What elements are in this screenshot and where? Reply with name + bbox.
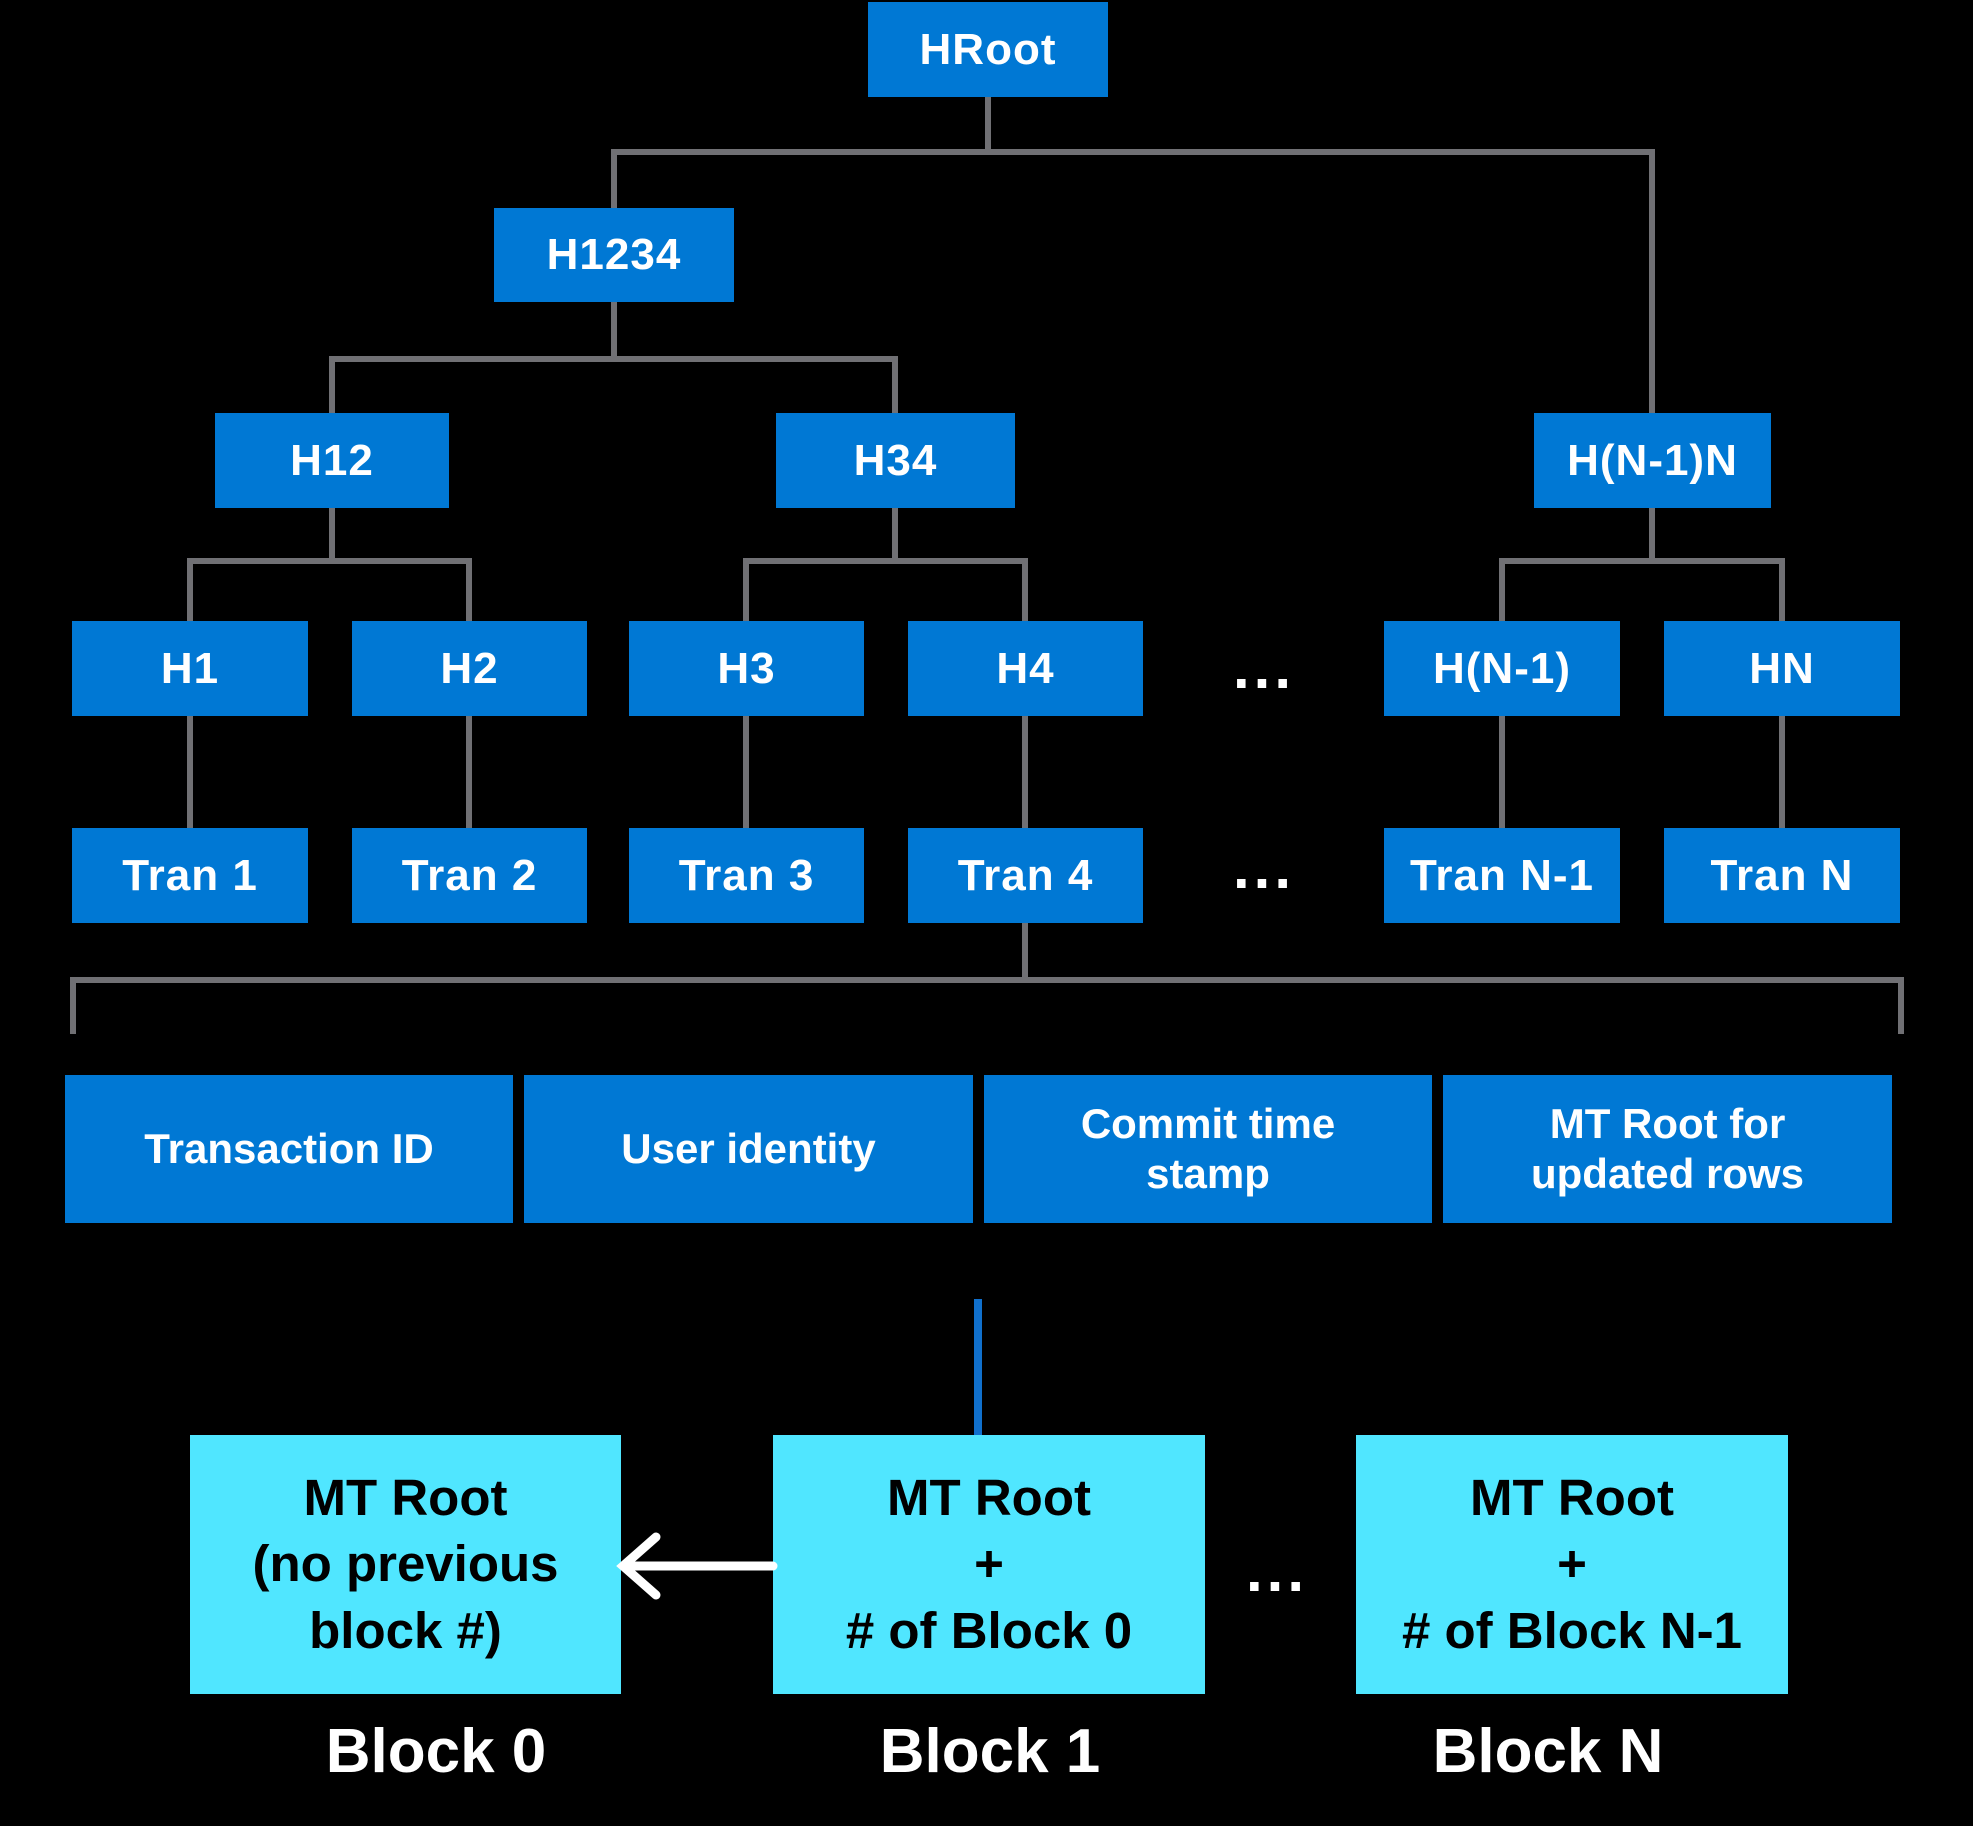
node-label: H4: [996, 643, 1055, 693]
node-hn-1: H(N-1): [1384, 621, 1620, 716]
node-tran-2: Tran 2: [352, 828, 587, 923]
connector-line: [611, 149, 617, 208]
segment-label: Commit time stamp: [1080, 1100, 1336, 1197]
connector-line: [187, 558, 193, 621]
node-label: HRoot: [919, 24, 1057, 74]
node-label: Tran 4: [957, 850, 1094, 900]
label-block-0: Block 0: [276, 1716, 596, 1786]
connector-line: [743, 716, 749, 828]
node-hn-1n: H(N-1)N: [1534, 413, 1771, 508]
node-h3: H3: [629, 621, 864, 716]
connector-line: [329, 356, 335, 413]
connector-line: [187, 558, 472, 564]
node-tran-3: Tran 3: [629, 828, 864, 923]
connector-line: [611, 149, 1655, 155]
connector-line: [1022, 923, 1028, 983]
segment-mt-root-updated-rows: MT Root for updated rows: [1443, 1075, 1892, 1223]
connector-line: [1022, 558, 1028, 621]
node-hn: HN: [1664, 621, 1900, 716]
label-text: Block 1: [879, 1716, 1101, 1786]
block-line: # of Block 0: [845, 1601, 1133, 1659]
node-label: HN: [1749, 643, 1815, 693]
ellipsis-block-row: ...: [1245, 1537, 1308, 1604]
commit-to-block-link-line: [974, 1299, 982, 1436]
connector-line: [985, 97, 991, 155]
label-text: Block 0: [325, 1716, 547, 1786]
block-line: +: [974, 1535, 1004, 1593]
node-label: H2: [440, 643, 499, 693]
node-tran-4: Tran 4: [908, 828, 1143, 923]
block-line: +: [1557, 1535, 1587, 1593]
segment-label: User identity: [621, 1125, 876, 1173]
block-n-box: MT Root + # of Block N-1: [1356, 1435, 1788, 1694]
node-label: Tran 2: [401, 850, 538, 900]
label-block-n: Block N: [1388, 1716, 1708, 1786]
node-tran-1: Tran 1: [72, 828, 308, 923]
node-h34: H34: [776, 413, 1015, 508]
connector-line: [611, 302, 617, 362]
node-label: H12: [290, 435, 374, 485]
node-label: Tran 1: [122, 850, 258, 900]
block-line: # of Block N-1: [1401, 1601, 1743, 1659]
node-label: H3: [717, 643, 776, 693]
ellipsis-tran-row: ...: [1232, 834, 1295, 901]
node-h1234: H1234: [494, 208, 734, 302]
block-line: (no previous: [252, 1535, 559, 1593]
connector-line: [892, 356, 898, 413]
block-line: block #): [309, 1601, 502, 1659]
connector-line: [743, 558, 1028, 564]
node-label: H34: [853, 435, 938, 485]
node-label: Tran 3: [678, 850, 815, 900]
block-line: MT Root: [887, 1469, 1091, 1527]
connector-line: [1022, 716, 1028, 828]
connector-line: [466, 558, 472, 621]
bracket-tick: [1898, 977, 1904, 1034]
node-h12: H12: [215, 413, 449, 508]
node-label: H(N-1)N: [1567, 435, 1738, 485]
block-line: MT Root: [303, 1469, 508, 1527]
segment-commit-time-stamp: Commit time stamp: [984, 1075, 1432, 1223]
node-hroot: HRoot: [868, 2, 1108, 97]
segment-label: Transaction ID: [144, 1125, 434, 1173]
node-label: H(N-1): [1433, 643, 1571, 693]
node-h1: H1: [72, 621, 308, 716]
segment-label: MT Root for updated rows: [1530, 1100, 1805, 1197]
block-0-box: MT Root (no previous block #): [190, 1435, 621, 1694]
previous-block-arrow-icon: [616, 1532, 778, 1600]
connector-line: [329, 356, 898, 362]
node-h4: H4: [908, 621, 1143, 716]
connector-line: [1499, 558, 1785, 564]
connector-line: [1779, 716, 1785, 828]
connector-line: [187, 716, 193, 828]
segment-user-identity: User identity: [524, 1075, 973, 1223]
bracket-tick: [70, 977, 76, 1034]
connector-line: [1649, 508, 1655, 564]
label-text: Block N: [1432, 1716, 1664, 1786]
node-h2: H2: [352, 621, 587, 716]
node-label: Tran N: [1710, 850, 1854, 900]
block-1-box: MT Root + # of Block 0: [773, 1435, 1205, 1694]
connector-line: [329, 508, 335, 564]
connector-line: [466, 716, 472, 828]
node-label: Tran N-1: [1409, 850, 1595, 900]
node-label: H1: [160, 643, 220, 693]
segment-transaction-id: Transaction ID: [65, 1075, 513, 1223]
bracket-line: [70, 977, 1904, 983]
connector-line: [1499, 716, 1505, 828]
ellipsis-hash-row: ...: [1232, 634, 1295, 701]
connector-line: [1649, 149, 1655, 413]
node-tran-n: Tran N: [1664, 828, 1900, 923]
node-label: H1234: [546, 230, 682, 279]
block-line: MT Root: [1470, 1469, 1674, 1527]
connector-line: [1499, 558, 1505, 621]
node-tran-n-1: Tran N-1: [1384, 828, 1620, 923]
connector-line: [743, 558, 749, 621]
connector-line: [1779, 558, 1785, 621]
label-block-1: Block 1: [830, 1716, 1150, 1786]
connector-line: [892, 508, 898, 564]
